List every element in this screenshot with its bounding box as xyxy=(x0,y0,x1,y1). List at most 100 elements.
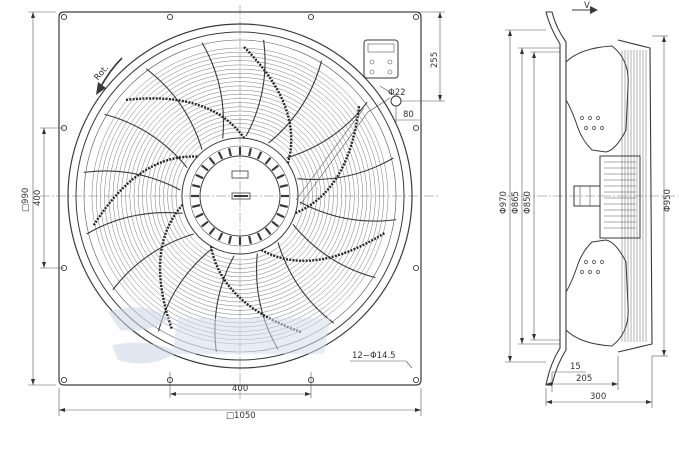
mounting-hole xyxy=(60,376,68,384)
hub-fin xyxy=(201,220,209,228)
side-blade-hole xyxy=(600,126,604,130)
dim-hole-spacing-v: 400 xyxy=(33,190,43,206)
terminal-box xyxy=(363,39,399,79)
impeller-blade xyxy=(92,155,198,227)
dim-width: □1050 xyxy=(226,411,256,421)
side-guard xyxy=(617,39,653,353)
guard-spoke xyxy=(83,170,181,191)
impeller-blade xyxy=(158,203,184,331)
guard-spoke xyxy=(292,224,376,279)
guard-ring xyxy=(167,123,313,269)
side-blade-hole xyxy=(592,126,596,130)
impeller-blade xyxy=(260,231,387,262)
motor-cable-2 xyxy=(295,107,365,201)
guard-spoke xyxy=(112,233,194,291)
mounting-hole xyxy=(412,376,420,384)
dim-dia-970: Φ970 xyxy=(499,191,509,214)
mounting-hole xyxy=(307,13,315,21)
mounting-hole xyxy=(412,124,420,132)
side-guard-wires xyxy=(621,50,647,342)
mounting-hole xyxy=(412,264,420,272)
side-blade-hole xyxy=(580,116,584,120)
side-blade-hole xyxy=(584,260,588,264)
guard-spoke xyxy=(277,242,335,324)
guard-spoke xyxy=(286,101,368,159)
hub-fin xyxy=(276,173,285,180)
hub-fin xyxy=(276,212,285,219)
guard-spoke xyxy=(299,201,397,222)
watermark-logo xyxy=(108,307,330,364)
dim-box-height: 255 xyxy=(430,52,440,68)
hub-fin xyxy=(201,164,209,172)
side-view: V Φ970 Φ865 Φ850 Φ950 15 xyxy=(499,1,678,408)
dim-hole-spacing-h: 400 xyxy=(232,384,248,394)
guard-spoke xyxy=(297,157,394,181)
dim-depth-300: 300 xyxy=(590,392,606,402)
box-screw-2 xyxy=(387,59,393,65)
mounting-hole xyxy=(166,13,174,21)
motor-shaft xyxy=(573,185,601,207)
hub-fin xyxy=(279,184,289,188)
hub-fin xyxy=(256,232,263,241)
hub-fin xyxy=(228,147,232,157)
hub-fin xyxy=(191,204,201,208)
hub-fin xyxy=(271,220,279,228)
side-blade-hole xyxy=(592,260,596,264)
guard-ring xyxy=(129,85,351,307)
side-blade-hole xyxy=(596,116,600,120)
side-blade-hole xyxy=(584,126,588,130)
airflow-label: V xyxy=(584,1,590,11)
terminal-box-lid xyxy=(367,43,395,53)
rating-plate xyxy=(231,170,249,179)
rotation-arrow-head xyxy=(96,82,106,95)
inlet-ring-outer xyxy=(67,23,413,369)
guard-spoke xyxy=(245,39,266,137)
side-blade-hole xyxy=(600,260,604,264)
mounting-hole xyxy=(60,13,68,21)
dim-dia-850: Φ850 xyxy=(523,191,533,214)
hub-label xyxy=(231,192,251,200)
guard-ring xyxy=(150,106,330,286)
hub-label-fill xyxy=(234,195,248,197)
hub-fin xyxy=(279,204,289,208)
guard-spoke xyxy=(201,42,225,139)
guard-spoke xyxy=(86,211,183,235)
guard-ring xyxy=(154,110,326,282)
hub-fin xyxy=(191,184,201,188)
hub-fin xyxy=(195,173,204,180)
hub-fin xyxy=(208,157,216,165)
hub-outer xyxy=(181,137,299,255)
box-screw-3 xyxy=(369,69,375,75)
hub-fin xyxy=(264,157,272,165)
box-screw-1 xyxy=(369,59,375,65)
hub-fin xyxy=(271,164,279,172)
guard-ring xyxy=(146,102,334,290)
guard-ring xyxy=(125,81,355,311)
guard-ring xyxy=(133,89,347,303)
dim-height: □990 xyxy=(21,188,31,212)
hub-fin xyxy=(264,227,272,235)
guard-ring xyxy=(171,127,309,265)
inlet-ring-inner xyxy=(75,31,405,361)
side-flange xyxy=(545,11,567,386)
side-blade-hole xyxy=(596,270,600,274)
motor-fins xyxy=(604,161,636,229)
side-blade-holes xyxy=(580,116,604,274)
hub-ring xyxy=(189,145,291,247)
hub-fin xyxy=(208,227,216,235)
rotation-label: Rot. xyxy=(93,63,111,82)
dim-dia-950: Φ950 xyxy=(663,189,673,212)
side-blade-hole xyxy=(588,116,592,120)
hub-fin xyxy=(248,235,252,245)
front-view: Rot. □1050 400 □990 xyxy=(21,5,445,421)
impeller-blade xyxy=(242,45,293,164)
guard-spoke xyxy=(104,113,188,168)
box-screw-4 xyxy=(387,69,393,75)
dim-holes: 12−Φ14.5 xyxy=(352,351,396,361)
dim-depth-205: 205 xyxy=(576,374,592,384)
impeller-blade xyxy=(124,97,246,139)
motor-cable xyxy=(299,97,391,206)
side-blade-hole xyxy=(580,270,584,274)
guard-ring xyxy=(142,98,338,294)
